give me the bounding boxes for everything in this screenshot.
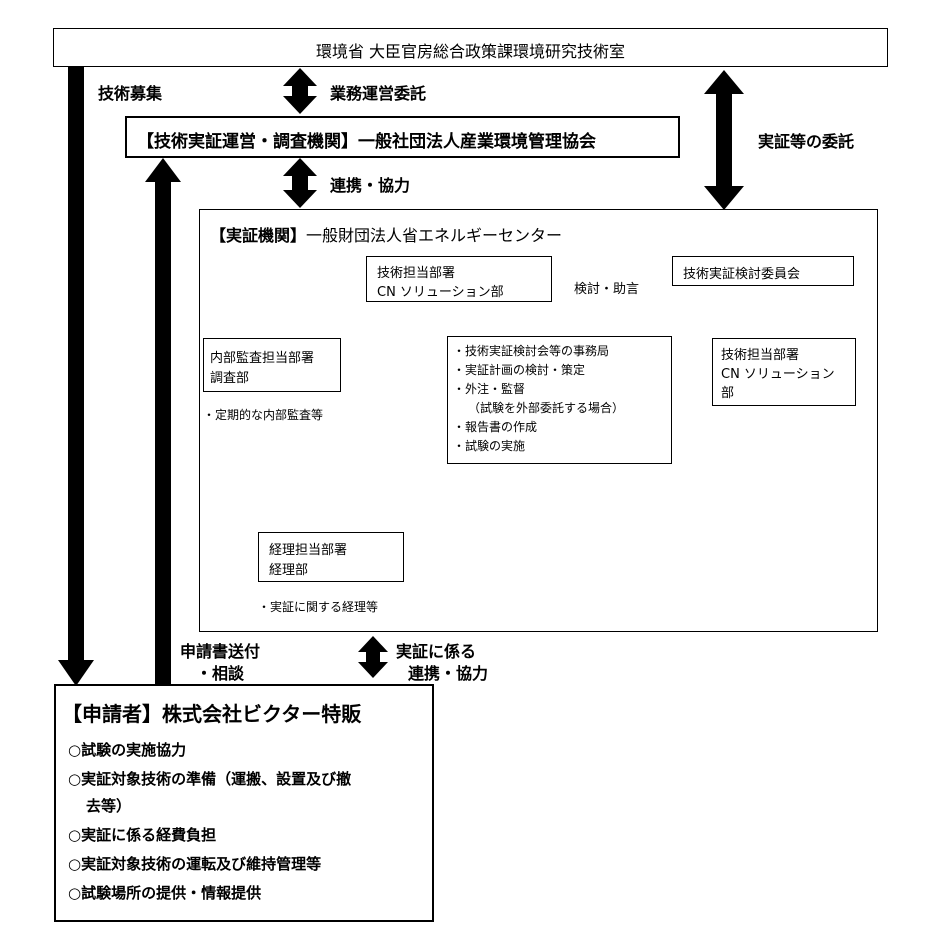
applicant-item: ○実証対象技術の運転及び維持管理等 — [68, 855, 322, 873]
duty-item: ・実証計画の検討・策定 — [453, 363, 586, 377]
accounting-dept-box: 経理担当部署 経理部 — [258, 532, 404, 582]
business-commission-arrow-shaft — [292, 84, 308, 98]
demo-coop-label-line2: 連携・協力 — [408, 664, 489, 683]
duty-item: ・外注・監督 — [453, 382, 526, 396]
institution-prefix: 【実証機関】 — [210, 226, 307, 245]
duties-box: ・技術実証検討会等の事務局 ・実証計画の検討・策定 ・外注・監督 （試験を外部委… — [447, 336, 672, 464]
applicant-item: ○試験の実施協力 — [68, 741, 187, 759]
audit-dept-note: ・定期的な内部監査等 — [203, 408, 324, 422]
accounting-dept-note: ・実証に関する経理等 — [258, 600, 379, 614]
operator-label: 【技術実証運営・調査機関】一般社団法人産業環境管理協会 — [137, 132, 596, 152]
cooperation-arrow-head-up — [283, 158, 317, 176]
duty-item: ・技術実証検討会等の事務局 — [453, 344, 610, 358]
institution-title: 【実証機関】一般財団法人省エネルギーセンター — [210, 222, 562, 246]
applicant-name: 株式会社ビクター特販 — [162, 702, 362, 726]
tech-recruit-arrow-shaft — [68, 66, 84, 663]
tech-recruit-arrow-head — [58, 660, 94, 686]
ministry-box: 環境省 大臣官房総合政策課環境研究技術室 — [53, 28, 888, 67]
applicant-item: ○試験場所の提供・情報提供 — [68, 884, 262, 902]
applicant-item: ○実証に係る経費負担 — [68, 826, 217, 844]
tech-dept-line1: 技術担当部署 — [377, 266, 456, 281]
demo-commission-arrow-head-down — [704, 186, 744, 210]
cooperation-label: 連携・協力 — [330, 176, 411, 195]
applicant-prefix: 【申請者】 — [62, 702, 162, 726]
application-arrow-shaft — [155, 180, 171, 684]
demo-coop-arrow-shaft — [366, 650, 380, 664]
cooperation-arrow-head-down — [283, 190, 317, 208]
tech-recruit-label: 技術募集 — [98, 84, 163, 103]
ministry-label: 環境省 大臣官房総合政策課環境研究技術室 — [315, 42, 626, 61]
duty-item: （試験を外部委託する場合） — [468, 401, 625, 415]
audit-dept-line1: 内部監査担当部署 — [210, 351, 315, 366]
tech-dept2-line1: 技術担当部署 — [721, 348, 800, 363]
tech-dept2-line3: 部 — [721, 386, 735, 401]
cooperation-arrow-shaft — [292, 174, 308, 192]
demo-commission-arrow-head-up — [704, 70, 744, 94]
accounting-dept-line1: 経理担当部署 — [269, 543, 348, 558]
business-commission-arrow-head-down — [283, 96, 317, 114]
tech-dept-line2: CN ソリューション部 — [377, 285, 504, 300]
application-label-line2: ・相談 — [196, 664, 245, 683]
business-commission-label: 業務運営委託 — [330, 84, 427, 103]
demo-commission-arrow-shaft — [716, 92, 732, 188]
demo-coop-arrow-head-up — [358, 636, 388, 652]
demo-commission-label: 実証等の委託 — [758, 132, 855, 151]
duty-item: ・試験の実施 — [453, 439, 526, 453]
applicant-title: 【申請者】株式会社ビクター特販 — [62, 698, 361, 727]
tech-dept-box: 技術担当部署 CN ソリューション部 — [366, 256, 552, 302]
application-label-line1: 申請書送付 — [180, 642, 261, 661]
institution-name: 一般財団法人省エネルギーセンター — [306, 226, 563, 245]
tech-dept2-line2: CN ソリューション — [721, 367, 835, 382]
demo-coop-label-line1: 実証に係る — [396, 642, 477, 661]
business-commission-arrow-head-up — [283, 68, 317, 86]
accounting-dept-line2: 経理部 — [269, 563, 309, 578]
applicant-item: ○実証対象技術の準備（運搬、設置及び撤 — [68, 770, 352, 788]
audit-dept-line2: 調査部 — [210, 371, 250, 386]
operator-box: 【技術実証運営・調査機関】一般社団法人産業環境管理協会 — [125, 116, 680, 158]
audit-dept-box: 内部監査担当部署 調査部 — [203, 338, 341, 392]
applicant-box: 【申請者】株式会社ビクター特販 ○試験の実施協力 ○実証対象技術の準備（運搬、設… — [54, 684, 434, 922]
applicant-item: 去等） — [86, 797, 132, 815]
review-advice-label: 検討・助言 — [574, 282, 640, 297]
demo-coop-arrow-head-down — [358, 662, 388, 678]
application-arrow-head — [145, 158, 181, 182]
tech-dept2-box: 技術担当部署 CN ソリューション 部 — [712, 338, 856, 406]
duty-item: ・報告書の作成 — [453, 420, 538, 434]
committee-label: 技術実証検討委員会 — [683, 267, 801, 282]
committee-box: 技術実証検討委員会 — [672, 256, 854, 286]
